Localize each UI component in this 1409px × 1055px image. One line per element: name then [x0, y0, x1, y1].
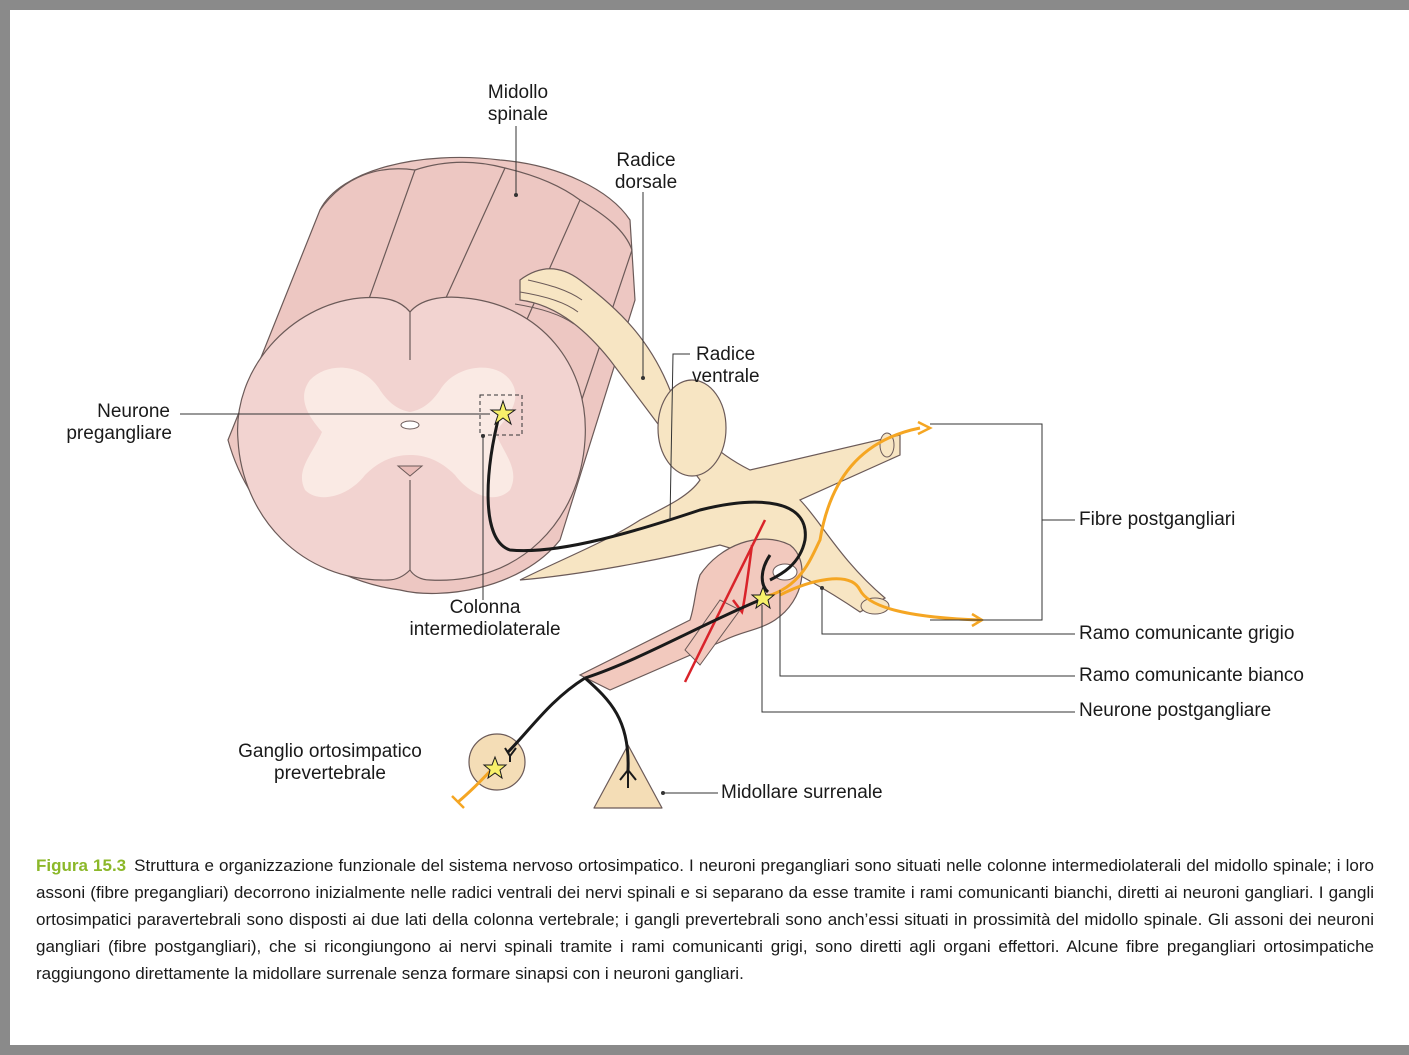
- label-radice-dorsale: Radice dorsale: [596, 150, 696, 194]
- label-radice-ventrale: Radice ventrale: [692, 344, 760, 388]
- label-neurone-pregangliare: Neurone pregangliare: [30, 401, 172, 445]
- label-midollo-spinale: Midollo spinale: [468, 82, 568, 126]
- label-ramo-bianco: Ramo comunicante bianco: [1079, 665, 1304, 687]
- spinal-cord: [228, 157, 635, 593]
- figure-number: Figura 15.3: [36, 856, 126, 875]
- label-fibre-postgangliari: Fibre postgangliari: [1079, 509, 1235, 531]
- label-ramo-grigio: Ramo comunicante grigio: [1079, 623, 1294, 645]
- label-colonna-intermediolaterale: Colonna intermediolaterale: [390, 597, 580, 641]
- label-midollare-surrenale: Midollare surrenale: [721, 782, 883, 804]
- label-neurone-postgangliare: Neurone postgangliare: [1079, 700, 1271, 722]
- caption-text: Struttura e organizzazione funzionale de…: [36, 856, 1374, 983]
- label-ganglio-prevertebrale: Ganglio ortosimpatico prevertebrale: [215, 741, 445, 785]
